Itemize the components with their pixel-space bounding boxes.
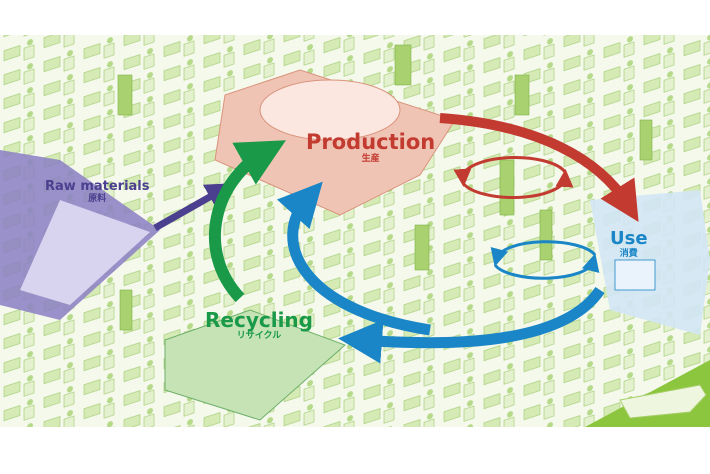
production-subtitle: 生産 [361,154,380,164]
use-label: Use 消費 [610,230,648,259]
production-loop-arrow [453,155,574,200]
quarry [20,200,150,305]
production-title: Production [306,130,436,154]
production-courtyard [259,79,401,141]
recycling-title: Recycling [205,308,313,332]
tower-blocks [117,44,653,331]
raw-materials-subtitle: 原料 [88,194,107,204]
use-subtitle: 消費 [619,249,638,259]
recycling-label: Recycling リサイクル [205,310,313,341]
use-to-recycling-arrow [338,286,605,364]
raw-materials-title: Raw materials [45,179,150,194]
store-building [614,259,656,291]
recycling-subtitle: リサイクル [236,331,282,341]
recycling-to-production-arrow [209,140,286,303]
raw-to-production-arrow [153,183,235,232]
production-label: Production 生産 [306,132,435,164]
ship [619,384,707,419]
reuse-to-production-arrow [276,181,431,336]
use-loop-arrow [490,240,600,280]
raw-materials-label: Raw materials 原料 [45,180,150,204]
production-to-use-arrow [439,113,639,222]
recycling-zone [164,309,346,421]
use-title: Use [610,228,648,249]
